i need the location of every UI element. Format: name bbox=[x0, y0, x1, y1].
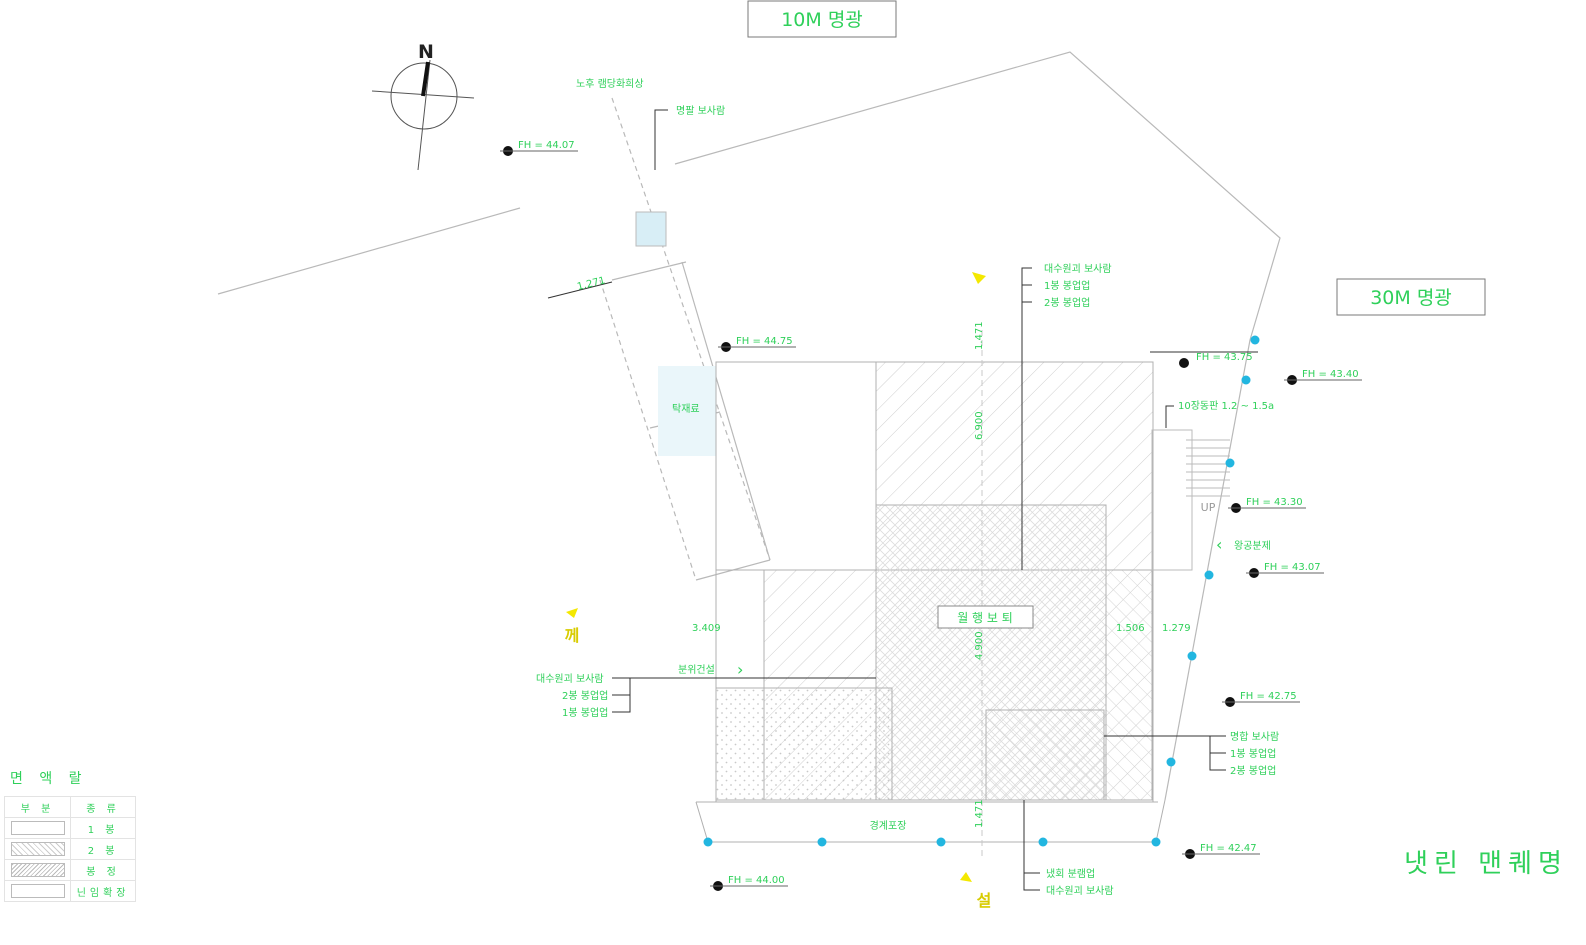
elevation-label: FH = 44.00 bbox=[728, 875, 785, 886]
road-label-30m: 30M 명광 bbox=[1336, 278, 1486, 316]
annotation: 대수원괴 보사람 bbox=[536, 672, 604, 685]
elevation-label: FH = 42.75 bbox=[1240, 691, 1297, 702]
dimension-label: 6.900 bbox=[974, 411, 985, 440]
legend-label: 1 봉 bbox=[70, 817, 136, 839]
annotation: 경계포장 bbox=[870, 819, 907, 832]
elevation-marker-icon bbox=[1284, 375, 1362, 385]
compass-markers: 께 설 bbox=[565, 272, 992, 910]
annotation: 10장동판 1.2 ~ 1.5a bbox=[1178, 400, 1274, 412]
elevation-label: FH = 44.75 bbox=[736, 336, 793, 347]
building-footprint: UP bbox=[695, 330, 1230, 860]
chevron-right-icon: › bbox=[737, 660, 743, 679]
elevation-marker-icon bbox=[718, 342, 796, 352]
dimension-label: 1.506 bbox=[1116, 623, 1145, 634]
elevation-markers: FH = 44.07 FH = 44.75 FH = 43.40 FH = 43… bbox=[500, 140, 1362, 891]
legend-label: 봉 정 bbox=[70, 859, 136, 881]
legend-title: 면 액 랄 bbox=[10, 771, 88, 787]
elevation-marker-icon bbox=[710, 881, 788, 891]
svg-text:10M 명광: 10M 명광 bbox=[781, 9, 863, 31]
elevation-label: FH = 43.75 bbox=[1196, 352, 1253, 363]
chevron-left-icon: ‹ bbox=[1216, 535, 1222, 554]
north-arrow-icon: N bbox=[371, 41, 475, 171]
drawing-title: 냇린 맨퀘명 bbox=[1404, 849, 1568, 879]
elevation-marker-icon bbox=[500, 146, 578, 156]
annotation: 2봉 봉업업 bbox=[1044, 296, 1090, 309]
legend-swatch bbox=[10, 863, 65, 877]
compass-letter-bottom: 설 bbox=[977, 891, 992, 910]
compass-letter-left: 께 bbox=[565, 626, 580, 645]
elevation-marker-icon bbox=[1179, 358, 1189, 368]
legend-swatch bbox=[10, 842, 65, 856]
annotation: 명합 보사람 bbox=[1230, 730, 1279, 743]
annotation: 1봉 봉업업 bbox=[1044, 279, 1090, 292]
legend-header: 부 분 bbox=[3, 796, 72, 818]
elevation-marker-icon bbox=[1246, 568, 1324, 578]
legend: 면 액 랄 부 분 종 류 1 봉 2 봉 봉 정 닌임확장 bbox=[3, 768, 140, 902]
annotation: 대수원괴 보사람 bbox=[1044, 262, 1112, 275]
legend-header: 종 류 bbox=[70, 796, 136, 818]
site-boundary bbox=[217, 51, 1281, 801]
annotation: 1봉 봉업업 bbox=[562, 706, 608, 719]
road-label-10m: 10M 명광 bbox=[747, 0, 897, 38]
annotation: 명팔 보사람 bbox=[676, 104, 725, 117]
annotation: 분위건설 bbox=[678, 663, 715, 676]
elevation-label: FH = 43.07 bbox=[1264, 562, 1321, 573]
annotation: 노후 램당화희상 bbox=[576, 78, 644, 90]
annotation: 냈회 분램업 bbox=[1046, 867, 1095, 880]
legend-swatch bbox=[10, 884, 65, 898]
elevation-marker-icon bbox=[1182, 849, 1260, 859]
legend-label: 2 봉 bbox=[70, 838, 136, 860]
dimension-label: 1.471 bbox=[974, 799, 985, 828]
elevation-label: FH = 43.30 bbox=[1246, 497, 1303, 508]
legend-label: 닌임확장 bbox=[70, 880, 136, 902]
north-label: N bbox=[418, 41, 434, 63]
legend-table: 부 분 종 류 1 봉 2 봉 봉 정 닌임확장 bbox=[3, 796, 136, 902]
annotation: 탁재료 bbox=[672, 403, 700, 415]
annotation: 2봉 봉업업 bbox=[562, 689, 608, 702]
elevation-marker-icon bbox=[1222, 697, 1300, 707]
leader-lines bbox=[547, 109, 1258, 891]
elevation-label: FH = 44.07 bbox=[518, 140, 575, 151]
legend-row: 1 봉 bbox=[3, 817, 136, 839]
legend-row: 봉 정 bbox=[3, 859, 136, 881]
annotation-center: 월 행 보 퇴 bbox=[957, 610, 1013, 625]
annotation: 대수원괴 보사람 bbox=[1046, 884, 1114, 897]
elevation-label: FH = 43.40 bbox=[1302, 369, 1359, 380]
annotation: 1봉 봉업업 bbox=[1230, 747, 1276, 760]
dimension-label: 1.279 bbox=[1162, 623, 1191, 634]
dimension-label: 1.271 bbox=[576, 275, 606, 293]
dimension-label: 3.409 bbox=[692, 623, 721, 634]
legend-row: 2 봉 bbox=[3, 838, 136, 860]
elevation-marker-icon bbox=[1228, 503, 1306, 513]
elevation-label: FH = 42.47 bbox=[1200, 843, 1257, 854]
svg-text:30M 명광: 30M 명광 bbox=[1370, 287, 1452, 309]
annotation: 2봉 봉업업 bbox=[1230, 764, 1276, 777]
annotations: 노후 램당화희상 명팔 보사람 대수원괴 보사람 1봉 봉업업 2봉 봉업업 1… bbox=[536, 78, 1279, 897]
legend-swatch bbox=[10, 821, 65, 835]
legend-row: 닌임확장 bbox=[3, 880, 136, 902]
dimension-label: 1.471 bbox=[974, 321, 985, 350]
survey-points bbox=[703, 335, 1260, 847]
stair-up-label: UP bbox=[1201, 501, 1216, 514]
annotation: 왕공분제 bbox=[1234, 540, 1271, 552]
dimension-label: 4.900 bbox=[974, 631, 985, 660]
